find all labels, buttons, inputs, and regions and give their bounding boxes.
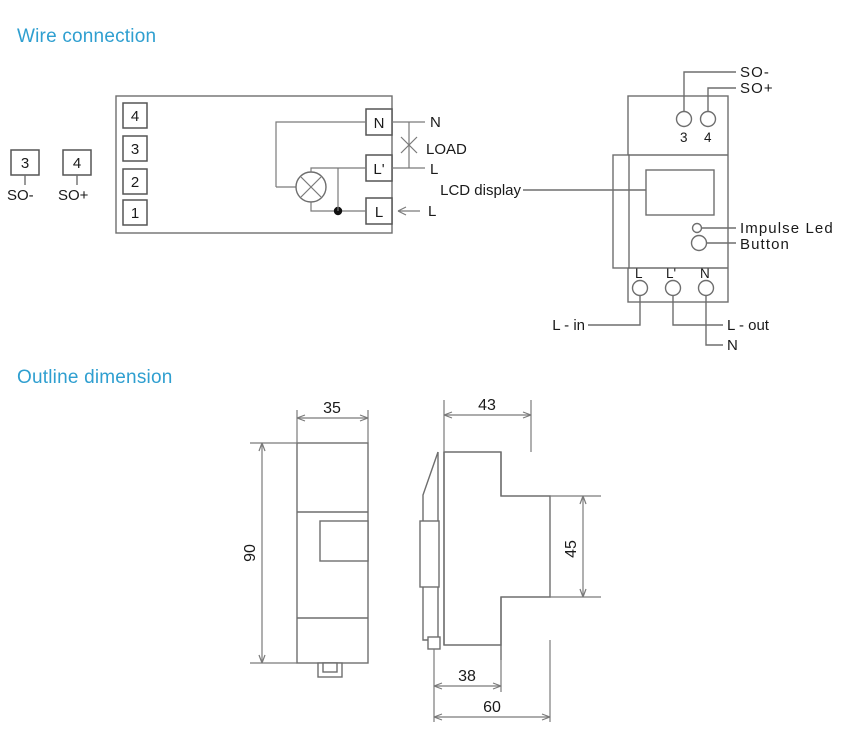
wiring-junction-dot xyxy=(333,206,343,216)
impulse-led-label: Impulse Led xyxy=(740,220,834,237)
meter-terminal-n-box xyxy=(365,108,393,136)
device-body-outline xyxy=(627,95,729,303)
so-minus-leader xyxy=(683,71,736,111)
device-bottom-terminal-l-label: L xyxy=(635,266,643,281)
device-left-step xyxy=(612,154,630,269)
meter-terminal-1-number: 1 xyxy=(131,205,139,222)
section-heading-wire-connection: Wire connection xyxy=(17,26,157,47)
meter-external-wiring: N LOAD L L xyxy=(392,114,467,220)
lcd-display-label: LCD display xyxy=(440,182,521,199)
device-terminal-4-number: 4 xyxy=(704,130,712,145)
meter-outline xyxy=(115,95,393,234)
side-view-din-block xyxy=(419,520,440,588)
meter-terminal-l-box xyxy=(365,197,393,225)
meter-terminal-1-box xyxy=(122,199,148,226)
meter-terminal-n-label: N xyxy=(374,115,385,132)
meter-terminal-2-box xyxy=(122,168,148,195)
lcd-display-rect xyxy=(645,169,715,216)
meter-terminal-l-label: L xyxy=(375,204,383,221)
so-plus-leader xyxy=(707,87,736,111)
outline-side-view: 43 45 38 60 xyxy=(419,397,601,722)
side-view-din-clip-tab xyxy=(427,636,441,650)
pulse-terminal-3-box xyxy=(10,149,40,176)
front-view-din-clip-inner xyxy=(322,662,338,673)
front-view-body xyxy=(296,442,369,664)
side-view-chamfer xyxy=(422,451,439,528)
button-icon[interactable] xyxy=(690,234,708,252)
pulse-terminal-4-number: 4 xyxy=(73,155,81,172)
side-view-depth-lower-value: 38 xyxy=(458,668,476,685)
section-heading-outline-dimension: Outline dimension xyxy=(17,367,173,388)
device-so-minus-label: SO- xyxy=(740,64,770,81)
meter-terminal-4-number: 4 xyxy=(131,108,139,125)
button-label: Button xyxy=(740,236,790,253)
pulse-terminal-3-label: SO- xyxy=(7,187,34,204)
meter-terminal-4-box xyxy=(122,102,148,129)
neutral-label: N xyxy=(727,337,738,354)
meter-terminal-lprime-label: L' xyxy=(373,161,384,178)
device-bottom-terminal-lprime-label: L' xyxy=(666,266,676,281)
side-view-depth-total-value: 60 xyxy=(483,699,501,716)
meter-terminal-3-number: 3 xyxy=(131,141,139,158)
device-so-plus-label: SO+ xyxy=(740,80,774,97)
line-in-label: L - in xyxy=(552,317,585,334)
front-view-width-value: 35 xyxy=(323,400,341,417)
pulse-terminal-4-label: SO+ xyxy=(58,187,89,204)
device-terminal-3-number: 3 xyxy=(680,130,688,145)
load-symbol-icon xyxy=(400,136,418,154)
meter-terminal-lprime-box xyxy=(365,154,393,182)
device-terminal-4-hole xyxy=(699,110,717,128)
impulse-led-icon xyxy=(691,222,703,234)
pulse-output-terminals: 3 SO- 4 SO+ xyxy=(7,149,92,204)
device-front-view: 3 4 SO- SO+ LCD display Impulse Led Butt… xyxy=(440,64,834,354)
front-view-lcd-window xyxy=(319,520,369,562)
device-bottom-terminal-n-hole xyxy=(697,279,715,297)
external-label-load: LOAD xyxy=(426,141,467,158)
meter-terminal-3-box xyxy=(122,135,148,162)
side-view-body xyxy=(443,451,551,646)
line-in-wire xyxy=(588,296,641,326)
front-view-din-clip xyxy=(317,662,343,678)
line-out-label: L - out xyxy=(727,317,770,334)
side-view-din-arm xyxy=(422,587,438,641)
side-view-step-height-value: 45 xyxy=(563,540,580,558)
pulse-terminal-4-box xyxy=(62,149,92,176)
device-terminal-3-hole xyxy=(675,110,693,128)
pulse-terminal-3-number: 3 xyxy=(21,155,29,172)
device-bottom-terminal-lprime-hole xyxy=(664,279,682,297)
measuring-element-icon xyxy=(295,171,327,203)
external-label-load-line: L xyxy=(430,161,438,178)
device-bottom-terminal-n-label: N xyxy=(700,266,710,281)
outline-front-view: 35 90 xyxy=(242,400,369,678)
front-view-height-value: 90 xyxy=(242,544,259,562)
meter-terminal-2-number: 2 xyxy=(131,174,139,191)
external-label-neutral: N xyxy=(430,114,441,131)
meter-schematic-block: 4 3 2 1 N L' L xyxy=(115,95,467,234)
meter-internal-wiring xyxy=(275,121,366,216)
line-out-wire xyxy=(672,296,723,326)
side-view-depth-top-value: 43 xyxy=(478,397,496,414)
external-label-supply-line: L xyxy=(428,203,436,220)
neutral-wire xyxy=(705,296,723,346)
device-bottom-terminal-l-hole xyxy=(631,279,649,297)
